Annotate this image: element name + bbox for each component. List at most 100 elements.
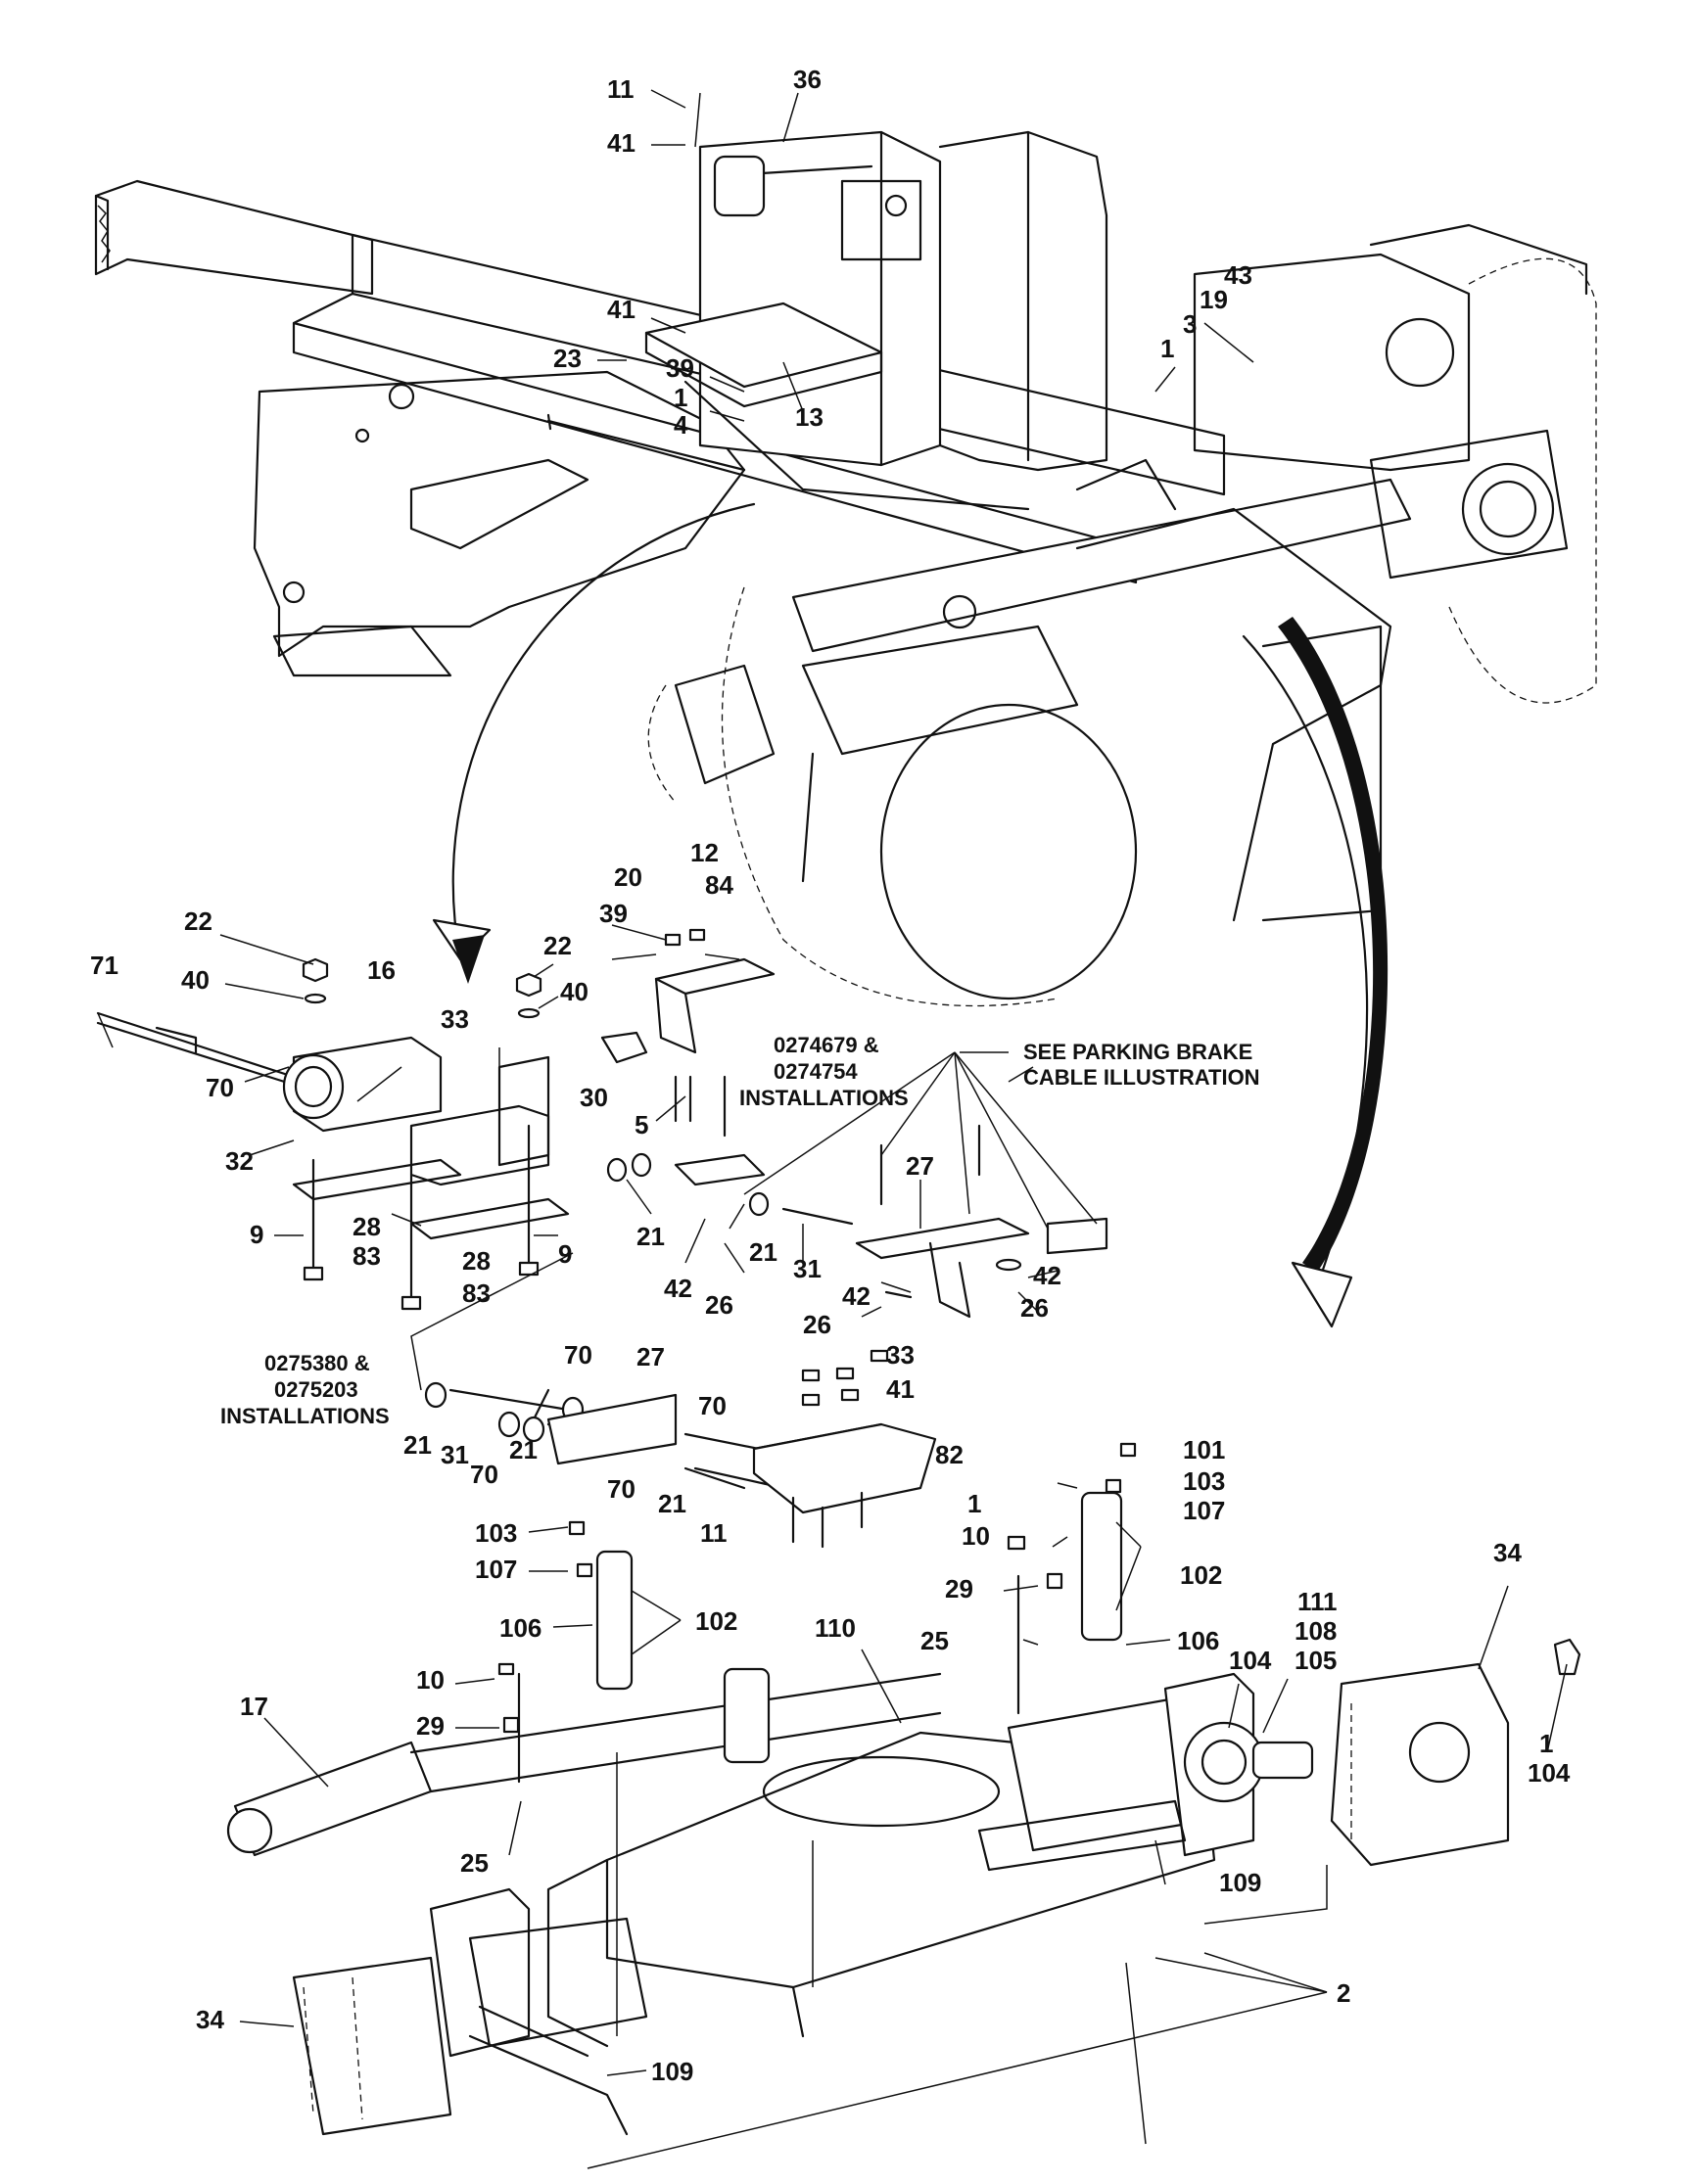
callout-103: 103 — [475, 1518, 517, 1548]
callout-21: 21 — [509, 1435, 538, 1464]
callout-9: 9 — [558, 1239, 572, 1269]
note-installs-a-line2: 0274754 — [774, 1059, 858, 1084]
callout-111: 111 — [1297, 1587, 1338, 1616]
callout-2: 2 — [1337, 1978, 1350, 2008]
callout-12: 12 — [690, 838, 719, 867]
callout-70: 70 — [470, 1460, 498, 1489]
callout-34: 34 — [1493, 1538, 1522, 1567]
callout-103: 103 — [1183, 1466, 1225, 1496]
installation-notes: 0274679 & 0274754 INSTALLATIONS 0275380 … — [220, 1033, 1260, 1428]
callout-105: 105 — [1295, 1646, 1337, 1675]
callout-1: 1 — [1539, 1729, 1553, 1758]
callout-21: 21 — [403, 1430, 432, 1460]
callout-labels: 11 36 41 41 23 39 1 4 13 43 19 3 1 22 40… — [90, 65, 1571, 2086]
callout-25: 25 — [920, 1626, 949, 1655]
note-installs-a-line3: INSTALLATIONS — [739, 1086, 909, 1110]
note-installs-a-line1: 0274679 & — [774, 1033, 879, 1057]
callout-84: 84 — [705, 870, 733, 900]
callout-10: 10 — [962, 1521, 990, 1551]
callout-26: 26 — [705, 1290, 733, 1320]
callout-27: 27 — [906, 1151, 934, 1181]
callout-41: 41 — [886, 1374, 915, 1404]
callout-30: 30 — [580, 1083, 608, 1112]
callout-109: 109 — [1219, 1868, 1261, 1897]
callout-110: 110 — [815, 1613, 856, 1643]
callout-41: 41 — [607, 295, 636, 324]
callout-106: 106 — [1177, 1626, 1219, 1655]
callout-23: 23 — [553, 344, 582, 373]
callout-82: 82 — [935, 1440, 964, 1469]
chassis-frame-assembly — [94, 130, 1597, 1007]
callout-108: 108 — [1295, 1616, 1337, 1646]
callout-5: 5 — [635, 1110, 648, 1139]
callout-83: 83 — [353, 1241, 381, 1271]
callout-42: 42 — [842, 1281, 871, 1311]
callout-22: 22 — [184, 906, 212, 936]
callout-101: 101 — [1183, 1435, 1225, 1464]
callout-1: 1 — [1160, 334, 1174, 363]
leader-lines — [97, 89, 1254, 1391]
callout-21: 21 — [658, 1489, 686, 1518]
callout-31: 31 — [441, 1440, 469, 1469]
callout-70: 70 — [698, 1391, 727, 1420]
callout-17: 17 — [240, 1692, 268, 1721]
callout-22: 22 — [543, 931, 572, 960]
callout-3: 3 — [1183, 309, 1197, 339]
callout-34: 34 — [196, 2005, 224, 2034]
callout-42: 42 — [664, 1274, 692, 1303]
callout-13: 13 — [795, 402, 824, 432]
callout-11: 11 — [607, 74, 635, 104]
callout-109: 109 — [651, 2057, 693, 2086]
callout-21: 21 — [636, 1222, 665, 1251]
leader-lines-bottom — [239, 1482, 1568, 2169]
note-installs-b-line3: INSTALLATIONS — [220, 1404, 390, 1428]
callout-41: 41 — [607, 128, 636, 158]
callout-20: 20 — [614, 862, 642, 892]
callout-26: 26 — [803, 1310, 831, 1339]
note-cable-illustration: CABLE ILLUSTRATION — [1023, 1065, 1260, 1090]
callout-70: 70 — [607, 1474, 636, 1504]
callout-70: 70 — [206, 1073, 234, 1102]
callout-43: 43 — [1224, 260, 1252, 290]
callout-11: 11 — [700, 1518, 728, 1548]
callout-1: 1 — [674, 383, 687, 412]
callout-102: 102 — [695, 1606, 737, 1636]
right-curved-arrow — [1242, 617, 1389, 1328]
callout-29: 29 — [945, 1574, 973, 1603]
callout-16: 16 — [367, 955, 396, 985]
callout-21: 21 — [749, 1237, 777, 1267]
callout-71: 71 — [90, 951, 118, 980]
callout-10: 10 — [416, 1665, 445, 1695]
callout-4: 4 — [674, 410, 688, 440]
callout-27: 27 — [636, 1342, 665, 1371]
callout-9: 9 — [250, 1220, 263, 1249]
note-see-parking-brake: SEE PARKING BRAKE — [1023, 1040, 1252, 1064]
callout-19: 19 — [1200, 285, 1228, 314]
axle-assembly — [226, 1442, 1581, 2136]
note-installs-b-line2: 0275203 — [274, 1377, 358, 1402]
callout-104: 104 — [1528, 1758, 1571, 1788]
callout-40: 40 — [181, 965, 210, 995]
callout-33: 33 — [886, 1340, 915, 1370]
callout-83: 83 — [462, 1278, 491, 1308]
callout-39: 39 — [599, 899, 628, 928]
callout-107: 107 — [1183, 1496, 1225, 1525]
callout-70: 70 — [564, 1340, 592, 1370]
callout-102: 102 — [1180, 1560, 1222, 1590]
callout-33: 33 — [441, 1004, 469, 1034]
callout-28: 28 — [462, 1246, 491, 1276]
callout-1: 1 — [967, 1489, 981, 1518]
callout-104: 104 — [1229, 1646, 1272, 1675]
lower-linkage — [424, 1349, 937, 1549]
callout-40: 40 — [560, 977, 589, 1006]
callout-28: 28 — [353, 1212, 381, 1241]
callout-25: 25 — [460, 1848, 489, 1878]
callout-39: 39 — [666, 353, 694, 383]
brake-mechanism-left — [96, 928, 1108, 1319]
callout-32: 32 — [225, 1146, 254, 1176]
callout-106: 106 — [499, 1613, 541, 1643]
callout-31: 31 — [793, 1254, 822, 1283]
callout-36: 36 — [793, 65, 822, 94]
